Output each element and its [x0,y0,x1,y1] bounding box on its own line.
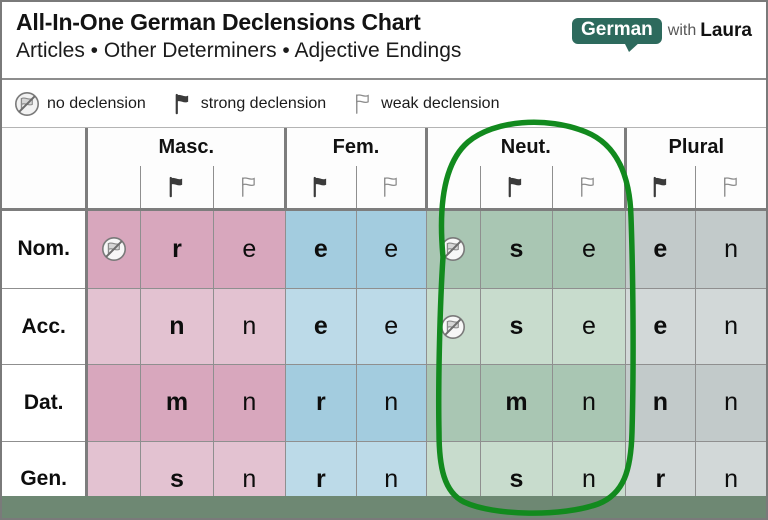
cell-fem-strong-acc: e [285,288,356,366]
declensions-table: Masc. Fem. Neut. Plural [2,128,766,518]
legend: no declension strong declension weak dec… [2,80,766,128]
strong-flag-icon [172,93,194,115]
subheader-neut-weak [552,166,626,211]
cell-plur-strong-nom: e [624,209,696,289]
weak-flag-icon [352,93,374,115]
page-title: All-In-One German Declensions Chart [16,9,421,35]
bottom-strip [2,496,766,518]
row-label-nom: Nom. [2,209,89,289]
row-label-acc: Acc. [2,288,89,366]
declension-type-header-row [2,166,766,211]
cell-plur-strong-dat: n [624,364,696,442]
subheader-plur-weak [695,166,766,211]
no-declension-icon [427,314,480,340]
legend-item-no-declension: no declension [14,91,146,117]
weak-flag-icon [696,176,766,198]
page-subtitle: Articles • Other Determiners • Adjective… [16,38,462,62]
row-label-dat: Dat. [2,364,89,442]
no-declension-icon [14,91,40,117]
cell-neut-weak-acc: e [552,288,626,366]
cell-masc-none-dat [86,364,141,442]
cell-masc-strong-dat: m [140,364,214,442]
subheader-masc-none [85,166,141,211]
table-row: Dat. m n r n m n n n [2,364,766,442]
cell-fem-weak-dat: n [355,364,427,442]
subheader-corner [2,166,87,211]
title-block: All-In-One German Declensions Chart Arti… [16,10,754,63]
subheader-masc-strong [140,166,214,211]
gender-header-masc: Masc. [85,128,286,166]
strong-flag-icon [141,176,212,198]
cell-neut-none-dat [425,364,481,442]
cell-masc-none-nom [86,209,141,289]
page-header: All-In-One German Declensions Chart Arti… [2,2,766,80]
table-corner [2,128,87,166]
table-row: Nom. r e e e [2,209,766,289]
cell-fem-strong-dat: r [285,364,356,442]
cell-masc-strong-nom: r [140,209,214,289]
declensions-table-wrap: Masc. Fem. Neut. Plural [2,128,766,518]
legend-label-strong-declension: strong declension [200,94,327,112]
cell-neut-none-nom [425,209,481,289]
logo-bubble-text: German [571,18,662,52]
cell-plur-weak-nom: n [695,209,766,289]
cell-plur-weak-dat: n [695,364,766,442]
subheader-plur-strong [623,166,696,211]
logo-with-text: with [667,22,697,39]
brand-logo: German with Laura [571,14,752,52]
legend-label-no-declension: no declension [47,94,146,112]
cell-neut-strong-acc: s [479,288,553,366]
strong-flag-icon [481,176,552,198]
legend-item-strong-declension: strong declension [172,93,326,115]
gender-header-plur: Plural [623,128,766,166]
legend-label-weak-declension: weak declension [381,94,500,112]
cell-neut-weak-nom: e [552,209,626,289]
subheader-fem-strong [284,166,356,211]
cell-fem-weak-acc: e [355,288,427,366]
legend-item-weak-declension: weak declension [352,93,499,115]
subheader-neut-strong [479,166,553,211]
no-declension-icon [427,236,480,262]
cell-neut-strong-nom: s [479,209,553,289]
gender-header-row: Masc. Fem. Neut. Plural [2,128,766,166]
cell-masc-none-acc [86,288,141,366]
strong-flag-icon [287,176,355,198]
cell-masc-weak-acc: n [212,288,286,366]
cell-neut-strong-dat: m [479,364,553,442]
cell-fem-weak-nom: e [355,209,427,289]
subheader-fem-weak [355,166,427,211]
cell-neut-weak-dat: n [552,364,626,442]
subheader-masc-weak [212,166,286,211]
cell-plur-strong-acc: e [624,288,696,366]
weak-flag-icon [357,176,425,198]
cell-masc-weak-dat: n [212,364,286,442]
cell-plur-weak-acc: n [695,288,766,366]
gender-header-fem: Fem. [284,128,427,166]
table-row: Acc. n n e e s e [2,288,766,366]
no-declension-icon [88,236,140,262]
weak-flag-icon [553,176,623,198]
cell-fem-strong-nom: e [285,209,356,289]
strong-flag-icon [627,176,695,198]
weak-flag-icon [214,176,284,198]
cell-masc-weak-nom: e [212,209,286,289]
subheader-neut-none [424,166,481,211]
cell-neut-none-acc [425,288,481,366]
logo-name-text: Laura [700,20,752,41]
gender-header-neut: Neut. [424,128,626,166]
cell-masc-strong-acc: n [140,288,214,366]
